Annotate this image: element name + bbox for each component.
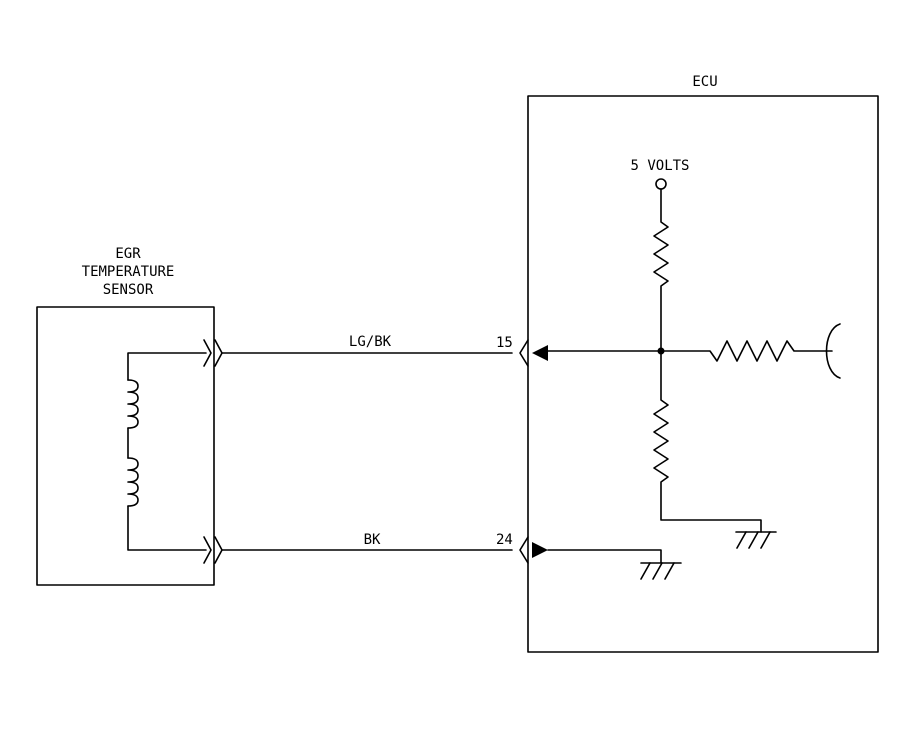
ecu-box: [527, 95, 879, 653]
ecu-connector-24: [519, 536, 529, 564]
pull-up-resistor: [653, 188, 669, 352]
supply-label: 5 VOLTS: [630, 158, 689, 174]
pin-15-label: 15: [496, 335, 513, 351]
ecu-connector-15: [519, 339, 529, 367]
pin-24-arrow: [532, 542, 548, 558]
ground-icon-pin-24: [640, 562, 682, 580]
wire-lg-bk-label: LG/BK: [349, 334, 392, 350]
pull-down-resistor: [653, 350, 762, 533]
ecu-title: ECU: [692, 74, 717, 90]
pin-24-ground-wire: [547, 549, 662, 564]
supply-terminal: [655, 178, 667, 190]
internal-circuit-symbol: [825, 323, 841, 379]
sensor-title-line-1: EGR: [115, 246, 141, 262]
pin-15-arrow: [532, 345, 548, 361]
wire-bk-label: BK: [364, 532, 381, 548]
signal-resistor: [660, 340, 833, 362]
pin-24-label: 24: [496, 532, 513, 548]
sensor-title-line-2: TEMPERATURE: [82, 264, 175, 280]
sensor-box: [36, 306, 215, 586]
sensor-title-line-3: SENSOR: [103, 282, 154, 298]
thermistor-coil: [127, 352, 207, 551]
ground-icon-internal: [735, 531, 777, 549]
